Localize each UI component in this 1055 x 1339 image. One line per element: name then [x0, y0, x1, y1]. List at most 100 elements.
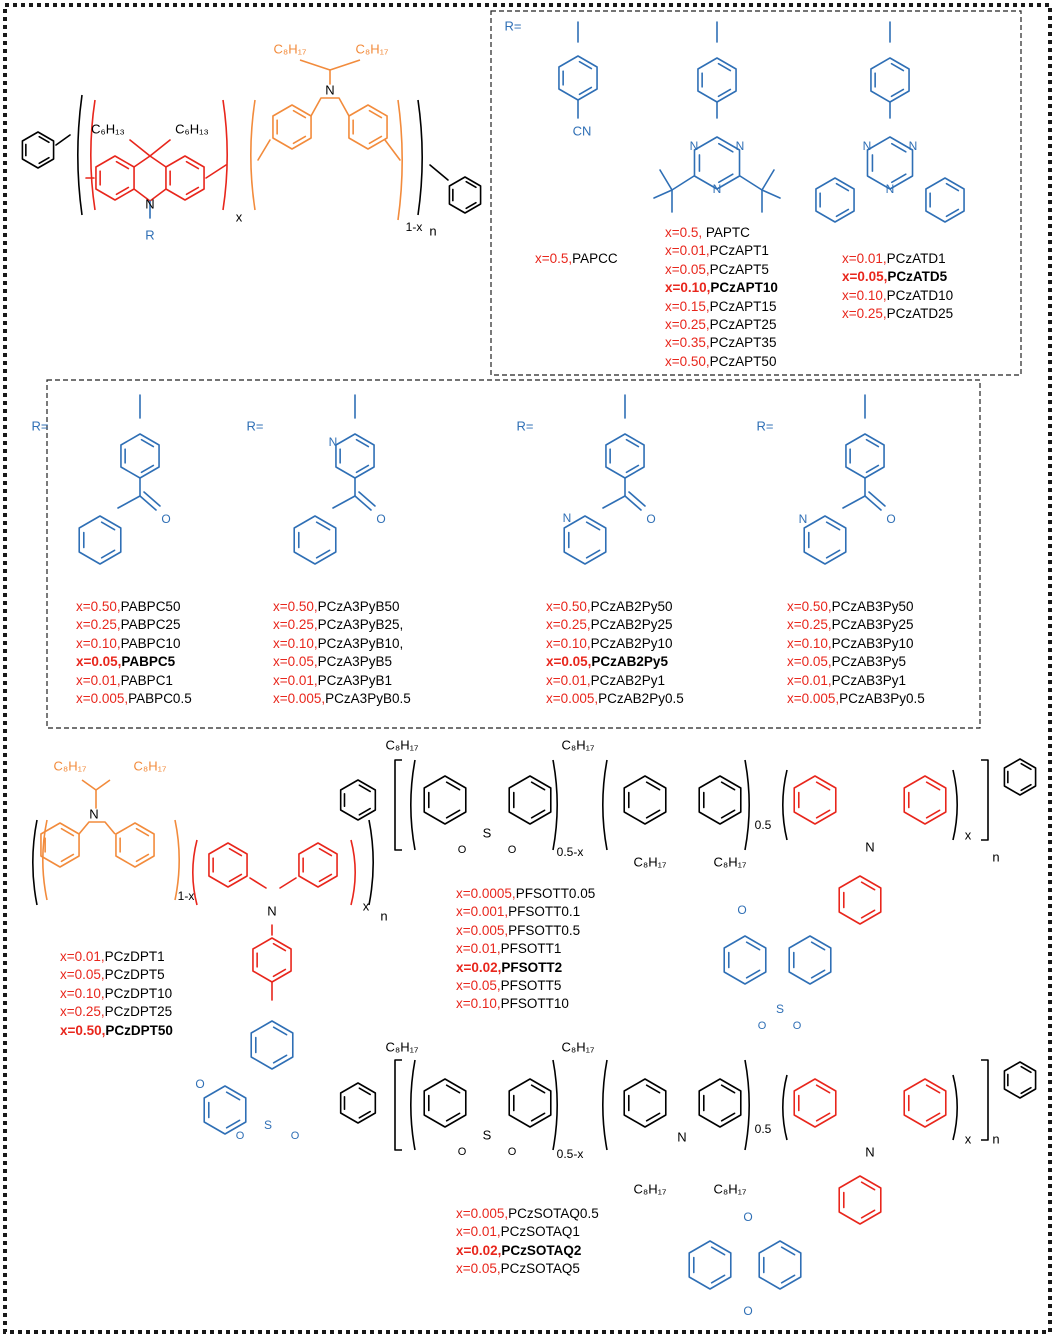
- triazine-n3b: N: [886, 182, 895, 196]
- polymer-name: PCzATD10: [886, 287, 954, 303]
- thioxanthone2-ring-b: [723, 935, 767, 985]
- acridine-bracket-left: [90, 99, 96, 211]
- bond: [761, 189, 781, 199]
- carbazole-bracket-left: [250, 99, 256, 211]
- double-bond: [140, 464, 155, 474]
- polymer-label: x=0.05,PFSOTT5: [456, 977, 595, 995]
- polymer-name: PABPC10: [120, 635, 181, 651]
- bracket: [602, 759, 608, 851]
- outer-bracket-right: [417, 99, 423, 216]
- dbts-s-2: S: [483, 1127, 492, 1142]
- polymer-label: x=0.25,PCzAB2Py25: [546, 616, 684, 634]
- polymer-label: x=0.50,PCzAPT50: [665, 353, 778, 371]
- x-value: x=0.01,: [665, 243, 710, 259]
- x-value: x=0.01,: [60, 949, 105, 964]
- polymer-label: x=0.005,PCzA3PyB0.5: [273, 690, 411, 708]
- triazine-ring-2: [866, 136, 914, 190]
- x-value: x=0.05,: [456, 978, 501, 994]
- polymer-label: x=0.05,PCzSOTAQ5: [456, 1260, 599, 1278]
- double-bond: [717, 142, 734, 153]
- r-equals-label-5: R=: [757, 418, 774, 433]
- polymer-name: PAPTC: [702, 225, 750, 240]
- tpa-ring-p2: [903, 775, 947, 825]
- phenyl-left: [815, 177, 855, 223]
- polymer-name: PABPC1: [120, 672, 173, 688]
- polymer-label: x=0.25,PCzATD25: [842, 305, 953, 323]
- double-bond: [135, 853, 150, 863]
- ab2py-top-ring: [605, 433, 645, 479]
- polymer-label: x=0.005,PFSOTT0.5: [456, 922, 595, 940]
- x-value: x=0.01,: [456, 1224, 501, 1240]
- polymer-label: x=0.25,PABPC25: [76, 616, 192, 634]
- polymer-name: PCzSOTAQ5: [500, 1261, 580, 1277]
- x-value: x=0.50,: [546, 599, 591, 614]
- bond: [257, 139, 271, 161]
- polymer-name: PCzAPT10: [710, 280, 778, 296]
- polymer-name: PCzDPT50: [105, 1022, 173, 1038]
- double-bond: [358, 784, 371, 793]
- double-bond: [358, 1087, 371, 1096]
- ab3py-bottom-ring: [803, 515, 847, 565]
- polymer-name: PCzDPT5: [104, 967, 165, 983]
- double-bond: [860, 909, 876, 919]
- tpa-ring-c: [252, 937, 292, 983]
- x-value: x=0.005,: [456, 1206, 509, 1221]
- bond: [249, 877, 267, 889]
- ab2py-bottom-ring: [563, 515, 607, 565]
- bracket: [350, 839, 356, 906]
- x-value: x=0.50,: [273, 599, 318, 614]
- octyl-right: C₈H₁₇: [355, 41, 389, 56]
- double-bond: [825, 521, 841, 531]
- pczsotaq-bracket-close: [981, 1059, 989, 1141]
- double-bond: [585, 549, 601, 559]
- double-bond: [925, 809, 941, 819]
- x-value: x=0.5,: [535, 251, 573, 266]
- x-value: x=0.25,: [273, 617, 318, 633]
- x-value: x=0.01,: [546, 672, 591, 688]
- double-bond: [38, 135, 50, 144]
- polymer-name: PCzAPT15: [709, 298, 777, 314]
- fluorene-octyl-1: C₈H₁₇: [633, 854, 667, 869]
- outer-bracket-left: [77, 94, 83, 216]
- x-value: x=0.5,: [665, 225, 703, 240]
- polymer-name: PCzAB2Py50: [590, 599, 673, 614]
- polymer-label: x=0.01,PCzAPT1: [665, 242, 778, 260]
- double-bond: [780, 1246, 796, 1256]
- pczsotaq-05x: 0.5-x: [557, 1147, 584, 1161]
- pfsott-end-ring-right: [1003, 758, 1037, 796]
- ab3py-top-ring: [845, 433, 885, 479]
- fluorene-ring-2: [698, 775, 742, 825]
- polymer-label: x=0.01,PFSOTT1: [456, 940, 595, 958]
- a3pyb-carbonyl-o: O: [376, 512, 385, 526]
- acridine-bracket-right: [222, 99, 228, 211]
- carbazole-left-ring-2: [40, 822, 80, 868]
- hexyl-chain-right: C₆H₁₃: [175, 121, 209, 136]
- double-bond: [1020, 1065, 1032, 1074]
- double-bond: [140, 438, 155, 448]
- r-group-label: R: [145, 227, 154, 242]
- pfsott-end-ring: [339, 779, 377, 821]
- polymer-label: x=0.10,PCzA3PyB10,: [273, 635, 411, 653]
- double-bond: [710, 1246, 726, 1256]
- x-value: x=0.005,: [546, 691, 599, 707]
- double-bond: [292, 109, 307, 119]
- polymer-name: PCzA3PyB5: [317, 654, 392, 670]
- polymer-label: x=0.05,PCzAB2Py5: [546, 653, 684, 671]
- double-bond: [60, 827, 75, 837]
- hexyl-chain-left: C₆H₁₃: [91, 121, 125, 136]
- tpa-ring-p3: [838, 875, 882, 925]
- polymer-label: x=0.10,PCzAPT10: [665, 279, 778, 297]
- polymer-label: x=0.50,PCzDPT50: [60, 1022, 173, 1040]
- x-value: x=0.25,: [787, 617, 832, 633]
- double-bond: [720, 1084, 736, 1094]
- polymer-name: PCzAB3Py10: [831, 635, 914, 651]
- double-bond: [272, 1054, 288, 1064]
- double-bond: [225, 1091, 241, 1101]
- double-bond: [355, 464, 370, 474]
- double-bond: [315, 521, 331, 531]
